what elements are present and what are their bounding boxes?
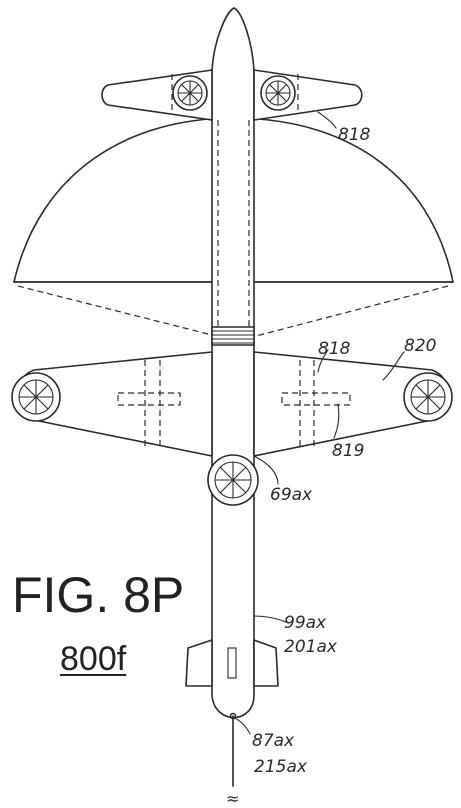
tether [229,712,237,787]
label-818-mid: 818 [318,339,351,359]
fan-icon [207,454,259,506]
fan-icon [172,75,208,111]
main-wing [11,349,453,506]
figure-reference: 800f [60,640,127,678]
label-69ax: 69ax [270,485,313,505]
label-820: 820 [404,336,436,356]
label-215ax: 215ax [254,757,308,777]
top-rotor-wing [101,69,363,129]
fan-icon [260,75,296,111]
label-99ax: 99ax [284,613,327,633]
label-201ax: 201ax [284,637,338,657]
fan-icon [403,372,453,422]
figure-title: FIG. 8P [12,567,185,623]
label-818-top: 818 [338,125,371,145]
tail-fins [185,615,287,735]
break-mark: ≈ [226,789,239,808]
label-87ax: 87ax [252,731,295,751]
label-819: 819 [332,441,364,461]
fuselage [211,7,255,719]
fan-icon [11,372,61,422]
